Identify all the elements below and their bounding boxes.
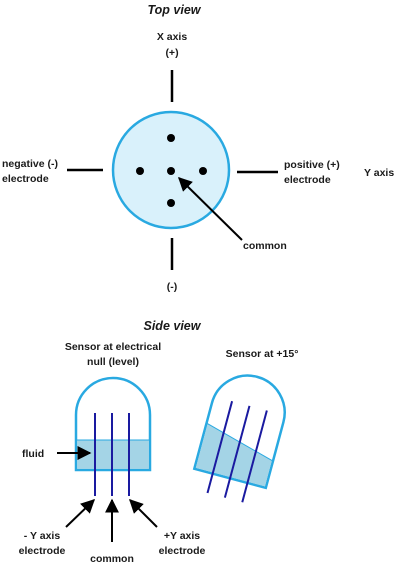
plus-y-label: +Y axis — [164, 530, 200, 542]
level-caption-line1: Sensor at electrical — [65, 341, 161, 353]
tilted-sensor-fluid — [195, 423, 272, 487]
plus-y-label-2: electrode — [159, 545, 206, 557]
tilted-electrode-wire-3 — [241, 410, 268, 503]
side-view-title: Side view — [144, 319, 202, 333]
common-label-side: common — [90, 553, 134, 565]
electrode-dot-right — [199, 167, 207, 175]
level-sensor — [74, 376, 152, 496]
top-view-title: Top view — [147, 3, 201, 17]
negative-electrode-label-2: electrode — [2, 173, 49, 185]
common-label-top: common — [243, 240, 287, 252]
common-arrow-top — [178, 177, 243, 241]
y-axis-label: Y axis — [364, 167, 394, 179]
negative-electrode-label: negative (-) — [2, 158, 58, 170]
tilt-caption: Sensor at +15° — [226, 348, 299, 360]
electrode-dot-top — [167, 134, 175, 142]
positive-electrode-label-2: electrode — [284, 174, 331, 186]
positive-electrode-label: positive (+) — [284, 159, 340, 171]
x-axis-label: X axis — [157, 31, 188, 43]
electrode-dot-left — [136, 167, 144, 175]
tilted-electrode-wire-1 — [206, 400, 234, 494]
tilted-sensor — [192, 374, 286, 503]
plus-y-arrow — [129, 499, 158, 528]
level-caption-line2: null (level) — [87, 356, 139, 368]
minus-y-label: - Y axis — [24, 530, 61, 542]
side-view: Side view Sensor at electrical null (lev… — [19, 319, 299, 565]
minus-y-arrow — [65, 499, 96, 528]
electrode-dot-center — [167, 167, 175, 175]
tilted-electrode-wire-2 — [223, 405, 251, 498]
negative-x-label: (-) — [167, 281, 178, 293]
top-view: Top view X axis (+) negative (-) electro… — [2, 3, 394, 293]
minus-y-label-2: electrode — [19, 545, 66, 557]
x-axis-plus-label: (+) — [165, 47, 178, 59]
electrode-dot-bottom — [167, 199, 175, 207]
fluid-label: fluid — [22, 448, 44, 460]
